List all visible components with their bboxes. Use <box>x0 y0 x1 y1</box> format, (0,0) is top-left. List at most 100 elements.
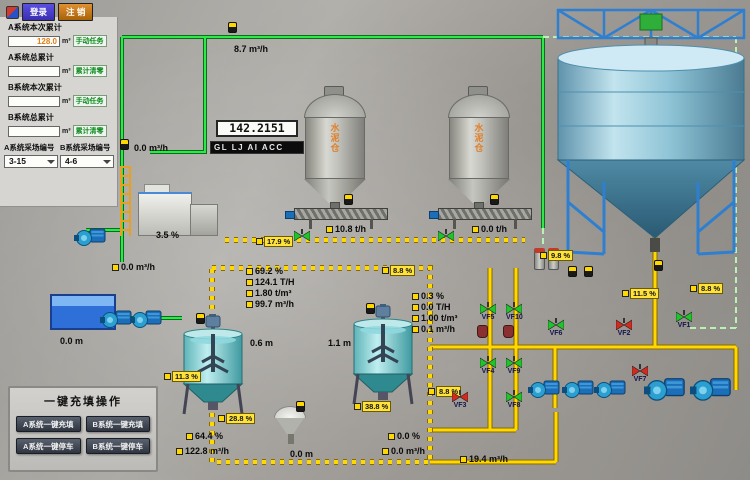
site-b-label: B系统采场编号 <box>60 143 111 152</box>
valve-vf10[interactable]: VF10 <box>506 302 523 322</box>
accum-value-field[interactable] <box>8 65 60 77</box>
conveyor-motor-icon <box>429 211 439 219</box>
value-text: 19.4 m³/h <box>469 454 509 464</box>
valve-cv2[interactable] <box>438 229 454 241</box>
value-b-concentration: 0.3 % <box>412 291 444 301</box>
valve-icon <box>452 390 468 402</box>
valve-icon <box>480 356 496 368</box>
mixing-tank-a[interactable] <box>180 314 246 418</box>
silo-dome <box>304 94 366 118</box>
valve-icon <box>294 229 310 241</box>
instrument-icon <box>412 325 419 333</box>
accum-label: A系统总累计 <box>8 53 54 62</box>
instrument-icon <box>246 300 253 308</box>
pump-icon[interactable] <box>528 376 562 403</box>
pump-icon[interactable] <box>594 376 628 403</box>
valve-icon <box>676 310 692 322</box>
accum-action-button[interactable]: 累计清零 <box>72 125 107 137</box>
instrument-icon <box>568 266 577 277</box>
valve-icon <box>506 356 522 368</box>
valve-vf9[interactable]: VF9 <box>506 356 522 376</box>
a-one-key-stop-button[interactable]: A系统一键停车 <box>16 438 81 454</box>
valve-label: VF1 <box>677 322 691 329</box>
accum-action-button[interactable]: 手动任务 <box>72 35 107 47</box>
accum-value-field[interactable] <box>8 95 60 107</box>
badge-text: 8.8 % <box>698 283 724 294</box>
silo-body: 水泥仓 <box>449 117 509 179</box>
valve-vf1[interactable]: VF1 <box>676 310 692 330</box>
accum-label: B系统本次累计 <box>8 83 62 92</box>
valve-vf7[interactable]: VF7 <box>632 364 648 384</box>
site-a-select[interactable]: 3-15 <box>4 155 58 168</box>
pump-icon[interactable] <box>74 224 108 251</box>
b-one-key-stop-button[interactable]: B系统一键停车 <box>85 438 150 454</box>
silo-dome <box>448 94 510 118</box>
sensor-badge-bd8: 11.5 % <box>622 288 659 299</box>
valve-label: VF3 <box>453 402 467 409</box>
sensor-badge-bd9: 8.8 % <box>690 283 724 294</box>
accumulator-readout: 142.2151 <box>216 120 298 137</box>
sensor-icon <box>382 267 389 274</box>
instrument-icon <box>344 194 353 205</box>
valve-pot-icon <box>503 325 514 338</box>
pump-icon[interactable] <box>100 306 134 333</box>
valve-icon <box>438 229 454 241</box>
accum-value-field[interactable] <box>8 125 60 137</box>
mixing-tank-b[interactable] <box>350 304 416 408</box>
accum-value-field[interactable]: 128.0 <box>8 35 60 47</box>
sensor-icon <box>354 403 361 410</box>
badge-text: 9.8 % <box>548 250 574 261</box>
cement-silo-a: 水泥仓 <box>304 86 366 218</box>
site-b-select[interactable]: 4-6 <box>60 155 114 168</box>
value-a-density: 1.80 t/m³ <box>246 288 292 298</box>
valve-vf3[interactable]: VF3 <box>452 390 468 410</box>
sensor-badge-bd1: 17.9 % <box>256 236 294 247</box>
b-one-key-fill-button[interactable]: B系统一键充填 <box>85 416 150 432</box>
pump-icon[interactable] <box>130 306 164 333</box>
value-text: 0.0 m³/h <box>134 143 169 153</box>
value-tank-b-level: 1.1 m <box>328 338 351 348</box>
badge-text: 38.8 % <box>362 401 392 412</box>
auth-bar: 登录 注 销 <box>6 3 94 21</box>
accum-action-button[interactable]: 手动任务 <box>72 95 107 107</box>
valve-vf5[interactable]: VF5 <box>480 302 496 322</box>
value-text: 0.1 m³/h <box>421 324 456 334</box>
value-text: 0.0 m³/h <box>391 446 426 456</box>
sensor-icon <box>428 388 435 395</box>
instrument-icon <box>228 22 237 33</box>
sensor-badge-bd4: 28.8 % <box>218 413 256 424</box>
pump-icon[interactable] <box>562 376 596 403</box>
valve-icon <box>506 390 522 402</box>
valve-vf4[interactable]: VF4 <box>480 356 496 376</box>
deep-cone-thickener <box>556 8 746 256</box>
badge-text: 8.8 % <box>390 265 416 276</box>
value-b-out-flow: 0.0 m³/h <box>382 446 425 456</box>
instrument-icon <box>176 447 183 455</box>
a-one-key-fill-button[interactable]: A系统一键充填 <box>16 416 81 432</box>
valve-cv1[interactable] <box>294 229 310 241</box>
badge-text: 11.5 % <box>630 288 659 299</box>
valve-label: VF7 <box>633 376 647 383</box>
screw-conveyor-b[interactable] <box>429 208 532 229</box>
ladder <box>120 166 131 236</box>
instrument-icon <box>388 432 395 440</box>
value-b-feed: 0.0 T/H <box>412 302 451 312</box>
value-b-out-concentration: 0.0 % <box>388 431 420 441</box>
valve-vf6[interactable]: VF6 <box>548 318 564 338</box>
screw-conveyor-a[interactable] <box>285 208 388 229</box>
instrument-icon <box>246 267 253 275</box>
login-button[interactable]: 登录 <box>22 3 56 21</box>
silo-cone <box>304 179 366 203</box>
pump-icon[interactable] <box>690 372 734 406</box>
accum-action-button[interactable]: 累计清零 <box>72 65 107 77</box>
valve-label: VF10 <box>506 314 523 321</box>
logout-button[interactable]: 注 销 <box>58 3 94 21</box>
valve-vf8[interactable]: VF8 <box>506 390 522 410</box>
instrument-icon <box>490 194 499 205</box>
pump-icon[interactable] <box>644 372 688 406</box>
valve-vf2[interactable]: VF2 <box>616 318 632 338</box>
instrument-icon <box>412 303 419 311</box>
instrument-icon <box>366 303 375 314</box>
prep-tank-side <box>190 204 218 236</box>
